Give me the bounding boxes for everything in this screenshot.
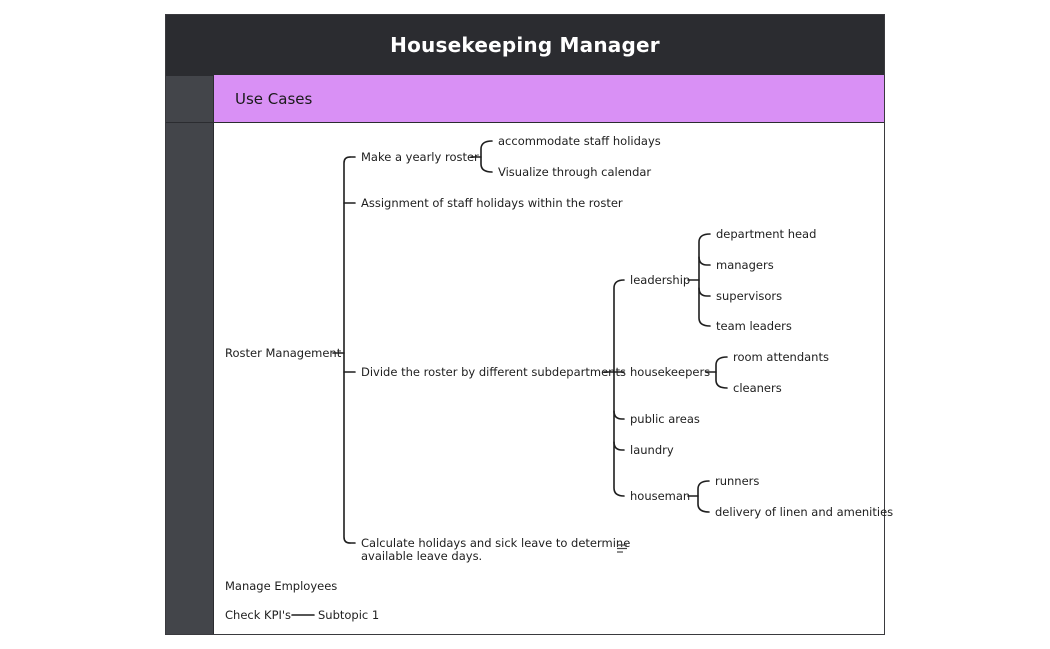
topic-room-attendants[interactable]: room attendants xyxy=(733,350,829,364)
connector-root-spine xyxy=(343,156,351,544)
connector-houseman-spine xyxy=(697,480,710,513)
lane-header[interactable]: Use Cases xyxy=(213,75,884,122)
topic-calculate-line2[interactable]: available leave days. xyxy=(361,549,482,563)
connector-yearly-spine xyxy=(480,140,493,173)
topic-team-leaders[interactable]: team leaders xyxy=(716,319,792,333)
topic-calculate-line1[interactable]: Calculate holidays and sick leave to det… xyxy=(361,536,630,550)
nodes: Roster Management Make a yearly roster a… xyxy=(225,134,893,622)
connector-divide-spine xyxy=(613,279,625,497)
lane-body-border xyxy=(213,122,214,634)
topic-assignment-holidays[interactable]: Assignment of staff holidays within the … xyxy=(361,196,623,210)
connector-public-areas xyxy=(613,410,625,420)
topic-make-yearly-roster[interactable]: Make a yearly roster xyxy=(361,150,479,164)
topic-houseman[interactable]: houseman xyxy=(630,489,690,503)
connector-leadership-spine xyxy=(698,233,711,327)
topic-managers[interactable]: managers xyxy=(716,258,774,272)
lane-header-divider xyxy=(166,122,884,123)
topic-public-areas[interactable]: public areas xyxy=(630,412,700,426)
topic-department-head[interactable]: department head xyxy=(716,227,816,241)
topic-accommodate-holidays[interactable]: accommodate staff holidays xyxy=(498,134,661,148)
topic-divide-roster[interactable]: Divide the roster by different subdepart… xyxy=(361,365,626,379)
topic-delivery-linen[interactable]: delivery of linen and amenities xyxy=(715,505,893,519)
topic-cleaners[interactable]: cleaners xyxy=(733,381,782,395)
connectors xyxy=(291,140,728,616)
topic-subtopic-1[interactable]: Subtopic 1 xyxy=(318,608,379,622)
notes-icon[interactable] xyxy=(617,544,627,553)
topic-housekeepers[interactable]: housekeepers xyxy=(630,365,710,379)
connector-managers xyxy=(698,256,711,266)
topic-visualize-calendar[interactable]: Visualize through calendar xyxy=(498,165,651,179)
topic-manage-employees[interactable]: Manage Employees xyxy=(225,579,337,593)
topic-check-kpis[interactable]: Check KPI's xyxy=(225,608,291,622)
topic-laundry[interactable]: laundry xyxy=(630,443,674,457)
lane-header-label[interactable]: Use Cases xyxy=(235,89,313,108)
connector-housekeepers-spine xyxy=(715,356,728,389)
diagram-title[interactable]: Housekeeping Manager xyxy=(390,33,660,57)
connector-supervisors xyxy=(698,287,711,297)
connector-laundry xyxy=(613,441,625,451)
diagram-frame: Housekeeping Manager Use Cases xyxy=(165,14,885,635)
topic-leadership[interactable]: leadership xyxy=(630,273,690,287)
lane-side-column xyxy=(166,75,213,634)
topic-roster-management[interactable]: Roster Management xyxy=(225,346,342,360)
topic-supervisors[interactable]: supervisors xyxy=(716,289,782,303)
diagram-title-bar[interactable]: Housekeeping Manager xyxy=(166,15,884,75)
topic-runners[interactable]: runners xyxy=(715,474,759,488)
